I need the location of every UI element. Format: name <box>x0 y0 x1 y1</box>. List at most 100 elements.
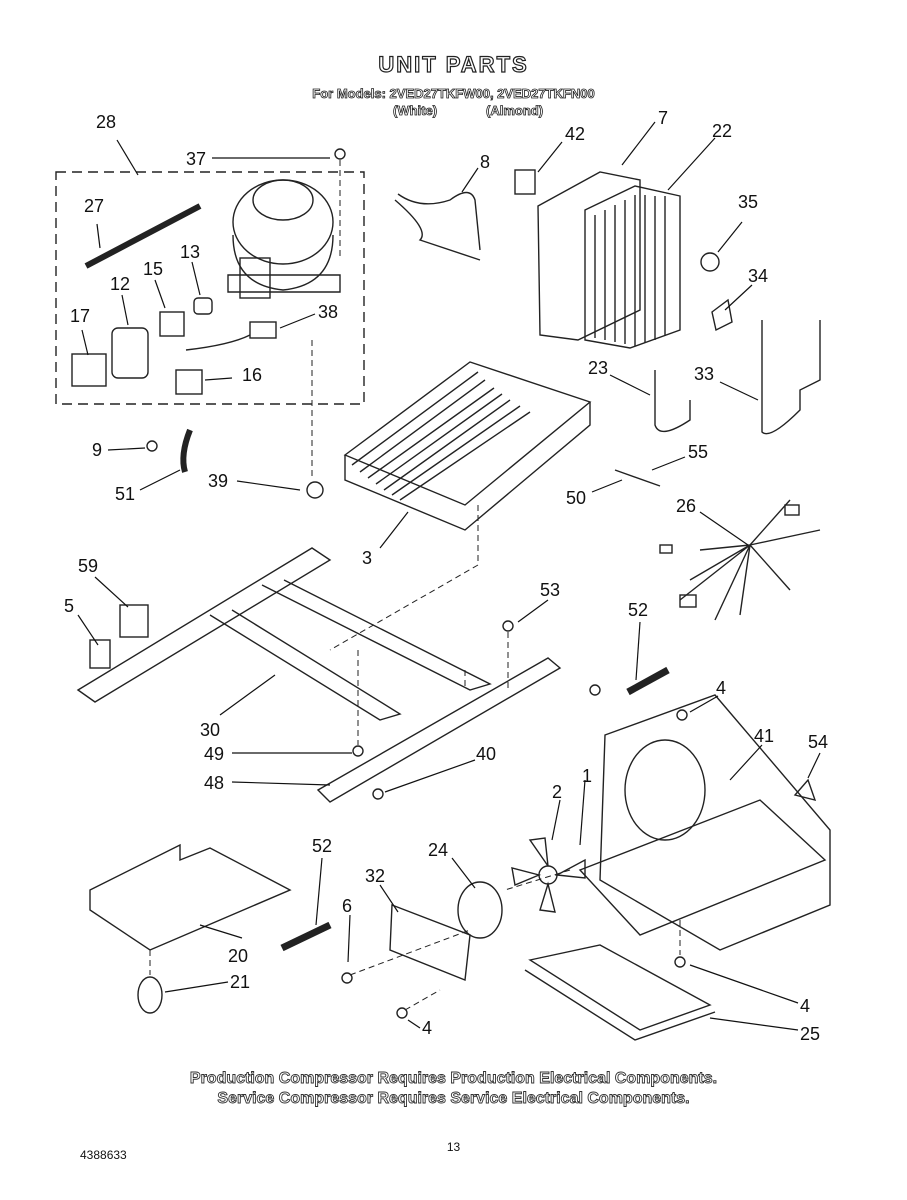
part-25-shape <box>524 944 716 1041</box>
part-4a-shape <box>676 709 688 721</box>
callout-6: 6 <box>342 896 352 916</box>
callout-27: 27 <box>84 196 104 216</box>
callout-23: 23 <box>588 358 608 378</box>
callout-15: 15 <box>143 259 163 279</box>
page-title: UNIT PARTS <box>378 51 529 77</box>
callout-25: 25 <box>800 1024 820 1044</box>
part-48-shape <box>316 657 562 803</box>
callout-16: 16 <box>242 365 262 385</box>
callout-48: 48 <box>204 773 224 793</box>
electrical-group-box <box>55 171 365 405</box>
callout-51: 51 <box>115 484 135 504</box>
part-34-shape <box>711 298 733 332</box>
part-4c-shape <box>674 956 686 968</box>
part-52-shape <box>626 666 670 696</box>
part-26-shape <box>659 499 821 621</box>
part-38-shape <box>249 321 277 339</box>
callout-26: 26 <box>676 496 696 516</box>
part-12-shape <box>111 327 149 379</box>
footer-note-production: Production Compressor Requires Productio… <box>189 1070 718 1088</box>
callout-50: 50 <box>566 488 586 508</box>
part-2-shape <box>511 837 586 913</box>
part-51-shape <box>180 428 193 473</box>
part-49-shape <box>352 745 364 757</box>
callout-4-right: 4 <box>800 996 810 1016</box>
callout-33: 33 <box>694 364 714 384</box>
callout-32: 32 <box>365 866 385 886</box>
part-53-shape <box>502 620 514 632</box>
part-15-shape <box>159 311 185 337</box>
part-22-shape <box>584 185 681 349</box>
part-37-shape <box>334 148 346 160</box>
color-white-label: (White) <box>393 103 438 119</box>
document-number: 4388633 <box>80 1148 127 1162</box>
part-23-shape <box>654 370 691 433</box>
callout-7: 7 <box>658 108 668 128</box>
part-16-shape <box>175 369 203 395</box>
callout-13: 13 <box>180 242 200 262</box>
part-41-shape <box>578 694 831 951</box>
callout-12: 12 <box>110 274 130 294</box>
part-59-shape <box>119 604 149 638</box>
part-40-shape <box>589 684 601 696</box>
callout-59: 59 <box>78 556 98 576</box>
part-30-shape <box>76 547 492 721</box>
part-3-shape <box>343 361 592 531</box>
callout-20: 20 <box>228 946 248 966</box>
callout-4-top: 4 <box>716 678 726 698</box>
part-24-shape <box>457 881 503 939</box>
part-5-shape <box>89 639 111 669</box>
callout-49: 49 <box>204 744 224 764</box>
callout-40: 40 <box>476 744 496 764</box>
callout-8: 8 <box>480 152 490 172</box>
part-7-shape <box>537 171 641 341</box>
models-line: For Models: 2VED27TKFW00, 2VED27TKFN00 <box>312 86 595 102</box>
callout-21: 21 <box>230 972 250 992</box>
callout-17: 17 <box>70 306 90 326</box>
part-54-shape <box>793 778 817 801</box>
part-13-shape <box>193 297 213 315</box>
compressor-illustration <box>227 179 341 299</box>
part-8-shape <box>394 191 481 261</box>
callout-9: 9 <box>92 440 102 460</box>
callout-52: 52 <box>628 600 648 620</box>
callout-22: 22 <box>712 121 732 141</box>
part-32-shape <box>389 903 471 981</box>
part-9-shape <box>146 440 158 452</box>
part-40b-shape <box>372 788 384 800</box>
callout-38: 38 <box>318 302 338 322</box>
part-42-shape <box>514 169 536 195</box>
callout-52-lower: 52 <box>312 836 332 856</box>
part-27-shape <box>84 203 202 269</box>
callout-2: 2 <box>552 782 562 802</box>
part-4b-shape <box>396 1007 408 1019</box>
callout-30: 30 <box>200 720 220 740</box>
part-20-shape <box>89 843 292 951</box>
callout-4-bottom: 4 <box>422 1018 432 1038</box>
callout-41: 41 <box>754 726 774 746</box>
part-50-shape <box>614 469 661 487</box>
callout-5: 5 <box>64 596 74 616</box>
callout-37: 37 <box>186 149 206 169</box>
callout-54: 54 <box>808 732 828 752</box>
part-35-shape <box>700 252 720 272</box>
callout-24: 24 <box>428 840 448 860</box>
callout-3: 3 <box>362 548 372 568</box>
part-52b-shape <box>280 921 332 952</box>
part-6-shape <box>341 972 353 984</box>
part-39-shape <box>306 481 324 499</box>
callout-35: 35 <box>738 192 758 212</box>
page-number: 13 <box>446 1140 461 1154</box>
part-17-shape <box>71 353 107 387</box>
callout-42: 42 <box>565 124 585 144</box>
callout-53: 53 <box>540 580 560 600</box>
color-almond-label: (Almond) <box>486 103 544 119</box>
part-21-shape <box>137 976 163 1014</box>
callout-28: 28 <box>96 112 116 132</box>
callout-55: 55 <box>688 442 708 462</box>
part-33-shape <box>761 320 821 435</box>
callout-34: 34 <box>748 266 768 286</box>
callout-1: 1 <box>582 766 592 786</box>
callout-39: 39 <box>208 471 228 491</box>
